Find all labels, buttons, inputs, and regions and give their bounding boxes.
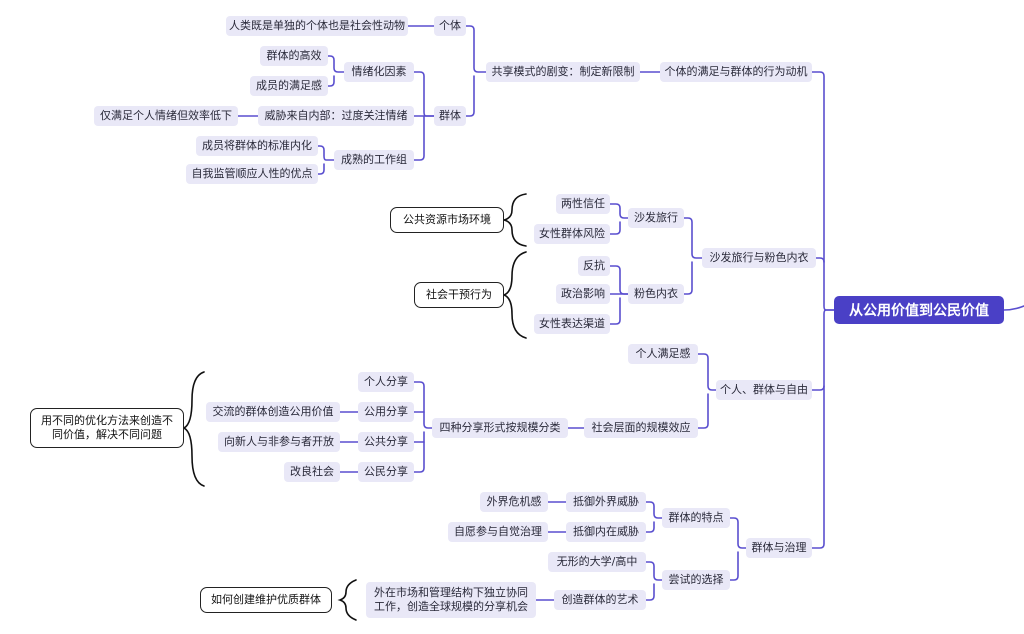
branch-individual-group-freedom[interactable]: 个人、群体与自由 xyxy=(716,380,812,400)
connector xyxy=(729,551,739,581)
connector xyxy=(413,71,435,117)
topic-internal-threat[interactable]: 威胁来自内部：过度关注情绪 xyxy=(258,106,414,126)
summary-social-intervention[interactable]: 社会干预行为 xyxy=(414,282,504,308)
leaf-individual-social[interactable]: 人类既是单独的个体也是社会性动物 xyxy=(226,16,408,36)
leaf-female-risk[interactable]: 女性群体风险 xyxy=(534,224,610,244)
root-topic[interactable]: 从公用价值到公民价值 xyxy=(834,296,1004,324)
connector xyxy=(609,203,629,219)
leaf-communal-value[interactable]: 交流的群体创造公用价值 xyxy=(206,402,340,422)
connector xyxy=(317,145,335,161)
topic-attempted-choices[interactable]: 尝试的选择 xyxy=(662,570,730,590)
connector xyxy=(317,163,325,175)
topic-individual[interactable]: 个体 xyxy=(434,16,466,36)
connector xyxy=(609,297,621,325)
connector xyxy=(683,217,703,259)
connector xyxy=(645,561,663,581)
topic-emotional-factors[interactable]: 情绪化因素 xyxy=(344,62,414,82)
topic-couchsurfing[interactable]: 沙发旅行 xyxy=(628,208,684,228)
topic-group-traits[interactable]: 群体的特点 xyxy=(662,508,730,528)
summary-bracket xyxy=(337,579,357,621)
topic-scale-effect[interactable]: 社会层面的规模效应 xyxy=(584,418,698,438)
leaf-improve-society[interactable]: 改良社会 xyxy=(284,462,340,482)
connector xyxy=(609,265,629,295)
connector xyxy=(683,261,693,295)
connector xyxy=(697,393,709,429)
leaf-voluntary-governance[interactable]: 自愿参与自觉治理 xyxy=(448,522,548,542)
connector xyxy=(645,583,655,601)
branch-couchsurfing-pink[interactable]: 沙发旅行与粉色内衣 xyxy=(702,248,816,268)
connector xyxy=(1003,305,1024,311)
leaf-invisible-college[interactable]: 无形的大学/高中 xyxy=(548,552,646,572)
connector xyxy=(413,381,433,429)
connector xyxy=(609,221,621,235)
leaf-civic-sharing[interactable]: 公民分享 xyxy=(358,462,414,482)
leaf-self-regulation[interactable]: 自我监管顺应人性的优点 xyxy=(186,164,318,184)
leaf-internalize-norms[interactable]: 成员将群体的标准内化 xyxy=(196,136,318,156)
leaf-open-to-newcomers[interactable]: 向新人与非参与者开放 xyxy=(218,432,340,452)
leaf-female-expression[interactable]: 女性表达渠道 xyxy=(534,314,610,334)
leaf-personal-sharing[interactable]: 个人分享 xyxy=(358,372,414,392)
topic-group[interactable]: 群体 xyxy=(434,106,466,126)
summary-public-resource[interactable]: 公共资源市场环境 xyxy=(390,207,504,233)
summary-optimization[interactable]: 用不同的优化方法来创造不同价值，解决不同问题 xyxy=(30,408,184,448)
branch-individual-group-motivation[interactable]: 个体的满足与群体的行为动机 xyxy=(660,62,812,82)
connector xyxy=(697,353,717,391)
leaf-gender-trust[interactable]: 两性信任 xyxy=(556,194,610,214)
summary-bracket xyxy=(501,251,527,339)
connector xyxy=(465,25,487,73)
connector xyxy=(327,55,345,73)
leaf-external-crisis[interactable]: 外界危机感 xyxy=(480,492,548,512)
connector xyxy=(645,501,663,519)
connector xyxy=(413,431,425,473)
topic-defend-internal[interactable]: 抵御内在威胁 xyxy=(566,522,646,542)
connector xyxy=(645,521,655,533)
leaf-public-sharing[interactable]: 公共分享 xyxy=(358,432,414,452)
connector xyxy=(729,517,747,549)
connector xyxy=(811,385,825,549)
summary-bracket xyxy=(503,193,527,247)
branch-group-governance[interactable]: 群体与治理 xyxy=(746,538,812,558)
leaf-low-efficiency[interactable]: 仅满足个人情绪但效率低下 xyxy=(94,106,238,126)
topic-mature-workgroup[interactable]: 成熟的工作组 xyxy=(334,150,414,170)
leaf-common-sharing[interactable]: 公用分享 xyxy=(358,402,414,422)
connector xyxy=(811,309,835,391)
connector xyxy=(815,257,825,263)
connector xyxy=(465,75,475,117)
connector xyxy=(413,115,425,161)
connector xyxy=(327,75,335,87)
topic-defend-external[interactable]: 抵御外界威胁 xyxy=(566,492,646,512)
summary-bracket xyxy=(182,371,205,487)
leaf-group-efficiency[interactable]: 群体的高效 xyxy=(260,46,328,66)
leaf-resistance[interactable]: 反抗 xyxy=(578,256,610,276)
leaf-member-satisfaction[interactable]: 成员的满足感 xyxy=(250,76,328,96)
leaf-political-impact[interactable]: 政治影响 xyxy=(556,284,610,304)
topic-four-sharing-forms[interactable]: 四种分享形式按规模分类 xyxy=(432,418,568,438)
connector xyxy=(811,71,835,311)
leaf-independent-collaboration[interactable]: 外在市场和管理结构下独立协同工作，创造全球规模的分享机会 xyxy=(366,582,536,618)
topic-sharing-shift[interactable]: 共享模式的剧变：制定新限制 xyxy=(486,62,640,82)
summary-quality-group[interactable]: 如何创建维护优质群体 xyxy=(200,587,332,613)
topic-pink-underwear[interactable]: 粉色内衣 xyxy=(628,284,684,304)
topic-personal-satisfaction[interactable]: 个人满足感 xyxy=(628,344,698,364)
topic-art-of-group[interactable]: 创造群体的艺术 xyxy=(554,590,646,610)
